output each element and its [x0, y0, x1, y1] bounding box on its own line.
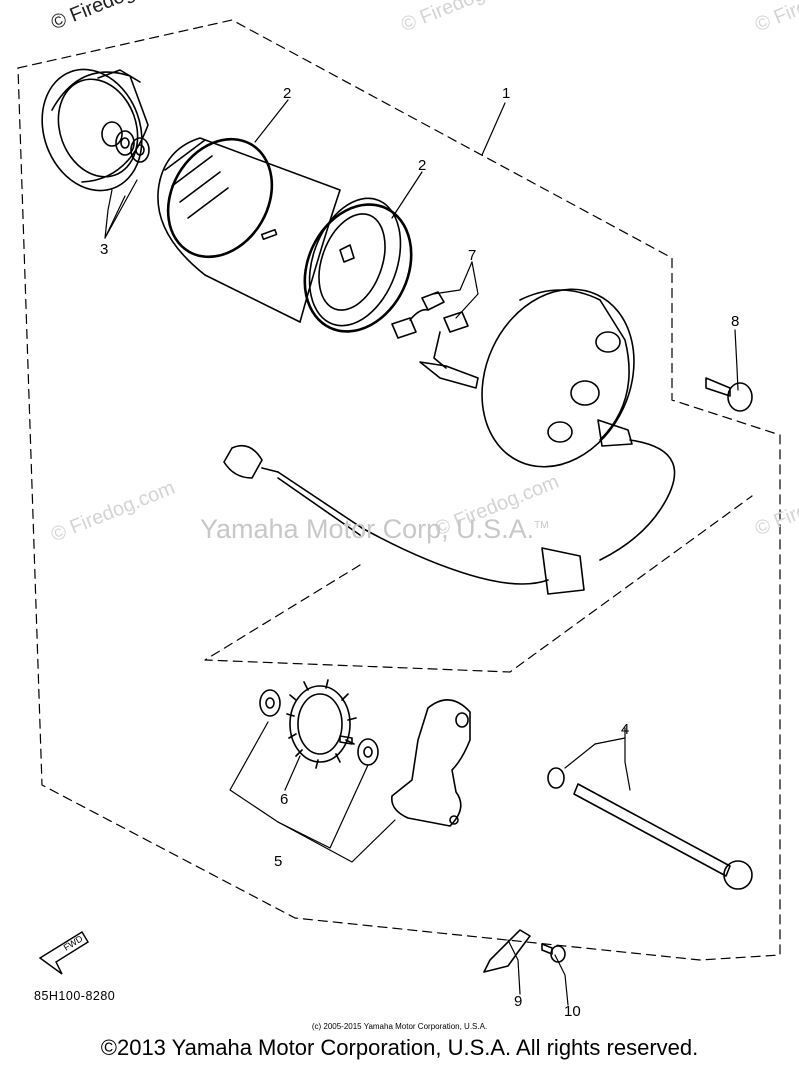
- callout-5: 5: [274, 853, 282, 870]
- washer-5: [357, 738, 379, 766]
- leader-lines: [104, 99, 739, 1006]
- pinion-gear: [286, 679, 357, 769]
- callout-7: 7: [468, 247, 476, 264]
- callout-2b: 2: [418, 157, 426, 174]
- rear-cover: [481, 288, 635, 468]
- armature-yoke: [157, 137, 402, 327]
- watermark-corp: Yamaha Motor Corp, U.S.A.TM: [200, 514, 549, 544]
- screw-10: [541, 943, 566, 963]
- starter-cable: [223, 439, 676, 595]
- callout-8: 8: [731, 313, 739, 330]
- inner-group-boundary: [204, 495, 753, 673]
- front-cover: [41, 68, 149, 192]
- washer-set: [115, 130, 150, 163]
- callout-3: 3: [100, 241, 108, 258]
- bolt-4: [547, 767, 753, 890]
- screw-8: [705, 377, 753, 412]
- callout-9: 9: [514, 993, 522, 1010]
- o-ring-rear: [303, 203, 413, 333]
- small-copyright: (c) 2005-2015 Yamaha Motor Corporation, …: [311, 1022, 488, 1031]
- brush-set: [391, 291, 479, 389]
- assembly-boundary-outline: [17, 19, 781, 961]
- callout-6: 6: [280, 791, 288, 808]
- callout-10: 10: [564, 1003, 581, 1020]
- idler-bracket: [391, 699, 471, 827]
- plate-9: [483, 929, 531, 973]
- copyright-notice: ©2013 Yamaha Motor Corporation, U.S.A. A…: [100, 1035, 699, 1060]
- fwd-arrow-icon: FWD: [38, 931, 89, 975]
- o-ring-front: [166, 137, 274, 259]
- callout-1: 1: [502, 85, 510, 102]
- callout-2a: 2: [283, 85, 291, 102]
- diagram-part-code: 85H100-8280: [34, 989, 116, 1003]
- washer-6: [259, 689, 281, 717]
- callout-4: 4: [621, 721, 629, 738]
